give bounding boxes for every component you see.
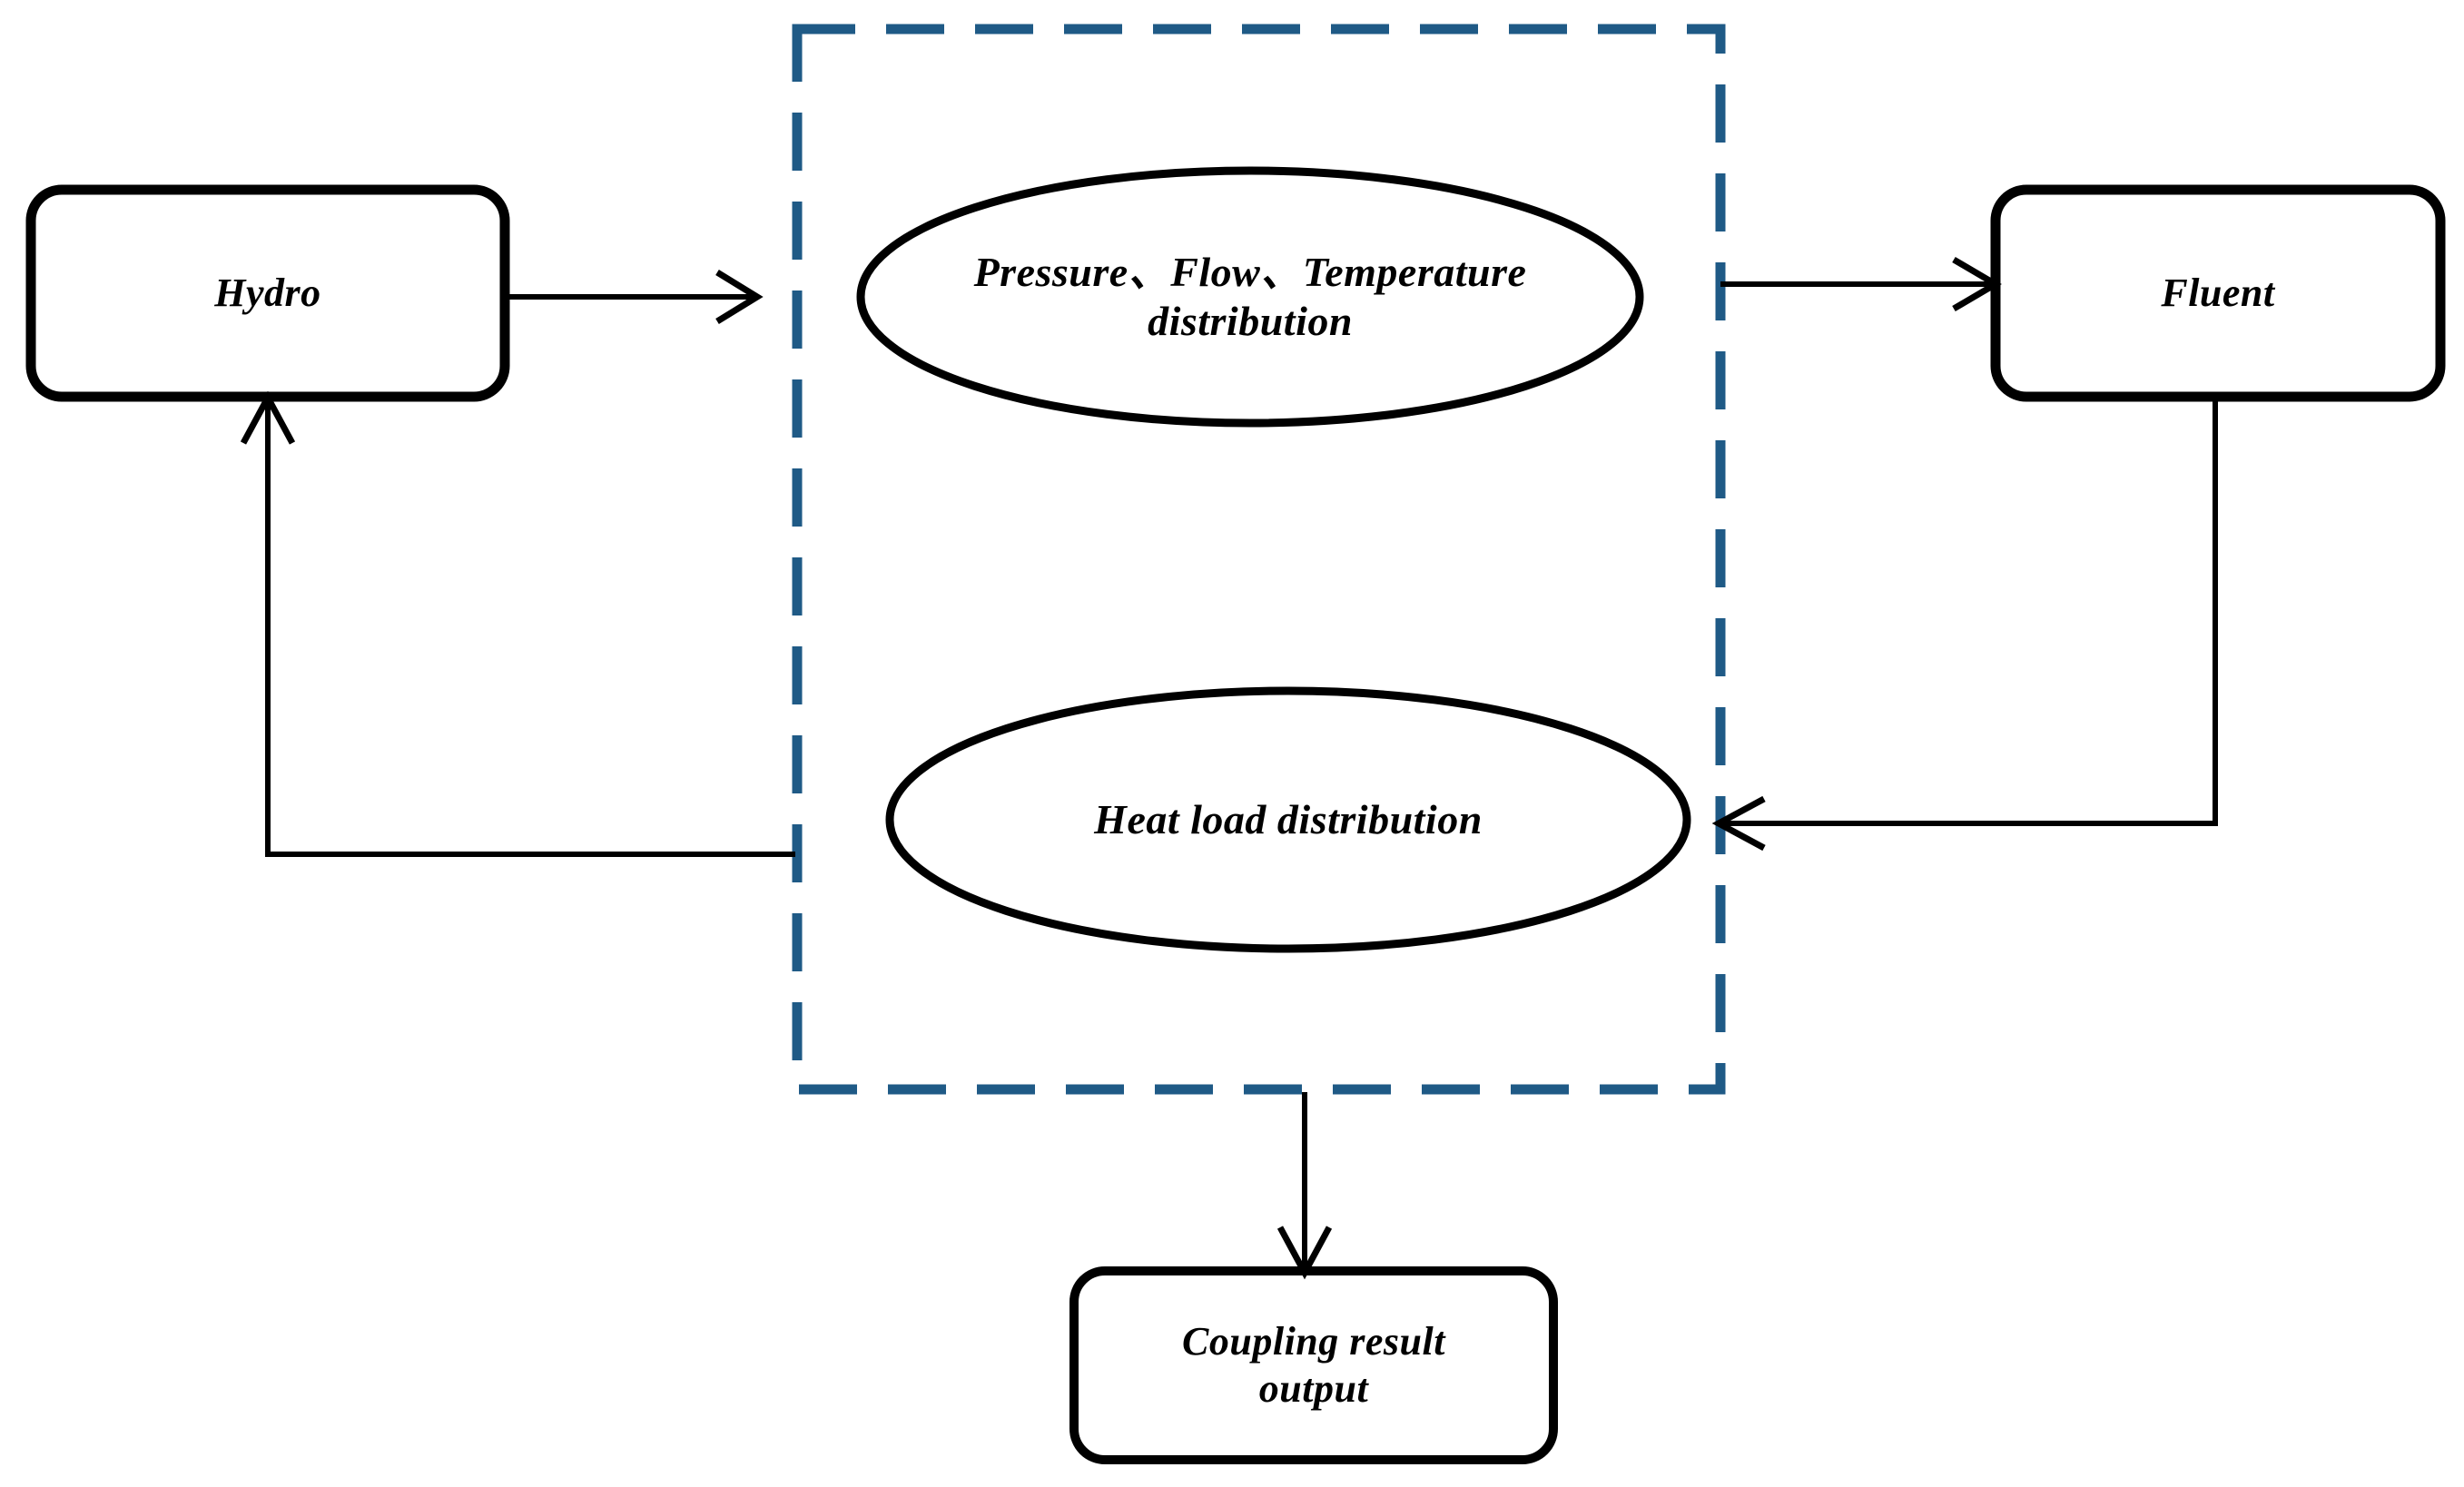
edge-pressure-to-fluent — [1720, 256, 2002, 312]
hydro-box[interactable] — [25, 184, 510, 402]
heat-load-distribution-ellipse[interactable] — [885, 686, 1691, 953]
edge-heat-load-to-hydro — [240, 390, 795, 857]
fluent-box[interactable] — [1990, 184, 2446, 402]
edge-group-to-coupling-output — [1276, 1092, 1333, 1280]
edge-fluent-to-heat-load — [1711, 397, 2218, 852]
pressure-flow-temperature-ellipse[interactable] — [856, 166, 1644, 428]
coupling-result-output-box[interactable] — [1069, 1266, 1558, 1464]
dashed-group-border — [792, 24, 1726, 1095]
edge-hydro-to-pressure — [506, 270, 764, 324]
